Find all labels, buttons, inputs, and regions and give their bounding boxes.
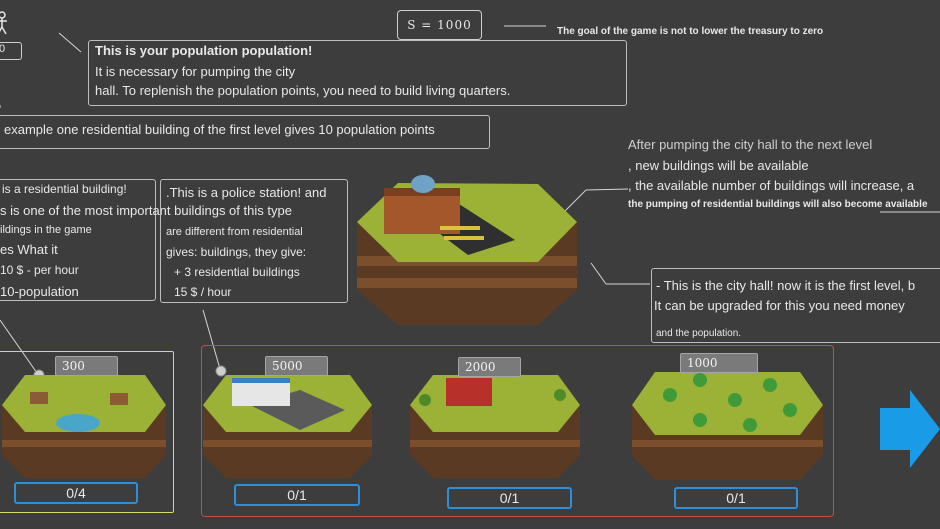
residential-tip-line6: 10-population <box>0 284 79 299</box>
police-tip-line5: + 3 residential buildings <box>174 265 300 279</box>
cityhall-tip-line2: It can be upgraded for this you need mon… <box>654 298 905 313</box>
cityhall-tip-line1: - This is the city hall! now it is the f… <box>656 278 916 293</box>
goal-text: The goal of the game is not to lower the… <box>557 26 824 37</box>
residential-highlight-frame <box>0 351 174 513</box>
police-price: 5000 <box>265 356 328 376</box>
residential-tooltip <box>0 179 156 301</box>
forest-price: 1000 <box>680 353 758 373</box>
police-tip-line3: are different from residential <box>166 226 303 238</box>
upgrade-tip-line4: the pumping of residential buildings wil… <box>628 199 928 210</box>
police-tooltip <box>160 179 348 303</box>
residential-tip-line4: es What it <box>0 242 58 257</box>
forest-count[interactable]: 0/1 <box>674 487 798 509</box>
police-tip-line6: 15 $ / hour <box>174 285 232 299</box>
farm-count[interactable]: 0/1 <box>447 487 572 509</box>
treasury-counter: S = 1000 <box>397 10 482 40</box>
upgrade-tip-line2: , new buildings will be available <box>628 158 809 173</box>
cityhall-tooltip <box>651 268 940 343</box>
farm-price: 2000 <box>458 357 521 377</box>
cityhall-tip-line3: and the population. <box>656 328 742 339</box>
upgrade-tip-line3: , the available number of buildings will… <box>628 178 915 193</box>
residential-tip-line5: 10 $ - per hour <box>0 263 79 277</box>
residential-tip-line2: s is one of the most important buildings… <box>0 203 292 218</box>
police-tip-line4: gives: buildings, they give: <box>166 245 307 259</box>
police-count[interactable]: 0/1 <box>234 484 360 506</box>
residential-price: 300 <box>55 356 118 376</box>
population-tip-line2: It is necessary for pumping the city <box>95 64 296 79</box>
residential-count[interactable]: 0/4 <box>14 482 138 504</box>
residential-tip-line1: is a residential building! <box>2 182 127 196</box>
upgrade-tip-line1: After pumping the city hall to the next … <box>628 137 873 152</box>
population-tooltip <box>88 40 627 106</box>
residential-tip-line3: ildings in the game <box>0 224 92 236</box>
population-tip-line1: This is your population population! <box>95 43 313 58</box>
police-tip-line1: .This is a police station! and <box>166 185 327 200</box>
locked-highlight-frame <box>201 345 834 517</box>
population-tip-line3: hall. To replenish the population points… <box>95 83 511 98</box>
example-tooltip <box>0 115 490 149</box>
population-counter: 0 <box>0 42 22 60</box>
example-tip-text: example one residential building of the … <box>4 122 435 137</box>
